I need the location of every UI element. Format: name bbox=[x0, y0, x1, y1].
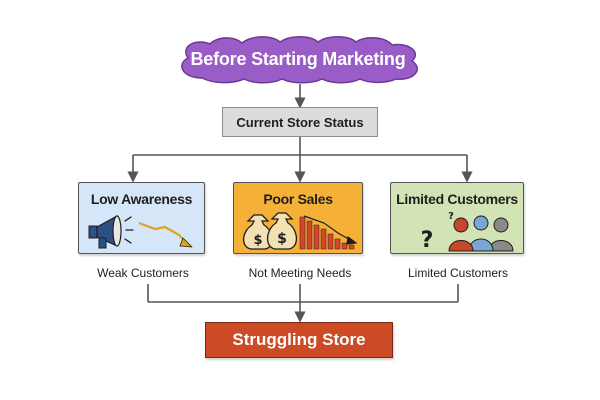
card-limited-customers: Limited Customers ? ? bbox=[390, 182, 524, 254]
svg-text:?: ? bbox=[421, 228, 434, 253]
card-title-poor-sales: Poor Sales bbox=[263, 191, 333, 207]
down-trend-arrow-icon bbox=[138, 221, 193, 248]
diagram-title: Before Starting Marketing bbox=[190, 48, 406, 69]
current-status-box: Current Store Status bbox=[222, 107, 378, 137]
svg-text:$: $ bbox=[253, 233, 262, 248]
svg-text:$: $ bbox=[277, 231, 287, 247]
svg-text:?: ? bbox=[448, 211, 454, 222]
customers-illustration: ? ? bbox=[421, 211, 514, 253]
megaphone-icon bbox=[88, 214, 134, 249]
caption-limited-customers: Limited Customers bbox=[407, 266, 509, 280]
people-group-icon bbox=[448, 215, 514, 252]
declining-bar-chart-icon bbox=[299, 216, 355, 250]
money-bag-icon: $ bbox=[266, 212, 298, 250]
question-mark-icon: ? ? bbox=[421, 211, 454, 253]
money-bag-icon: $ bbox=[242, 214, 274, 250]
card-title-limited-customers: Limited Customers bbox=[396, 191, 518, 207]
awareness-illustration bbox=[88, 214, 193, 249]
caption-poor-sales: Not Meeting Needs bbox=[248, 266, 352, 280]
card-low-awareness: Low Awareness bbox=[78, 182, 205, 254]
cloud-shape bbox=[181, 36, 418, 84]
card-poor-sales: Poor Sales $ $ bbox=[233, 182, 363, 254]
caption-low-awareness: Weak Customers bbox=[97, 266, 189, 280]
trend-down-arrow-icon bbox=[303, 215, 358, 245]
title-cloud: Before Starting Marketing bbox=[172, 34, 424, 84]
card-title-low-awareness: Low Awareness bbox=[90, 191, 193, 207]
outcome-box: Struggling Store bbox=[205, 322, 393, 358]
sales-illustration: $ $ bbox=[242, 212, 358, 250]
